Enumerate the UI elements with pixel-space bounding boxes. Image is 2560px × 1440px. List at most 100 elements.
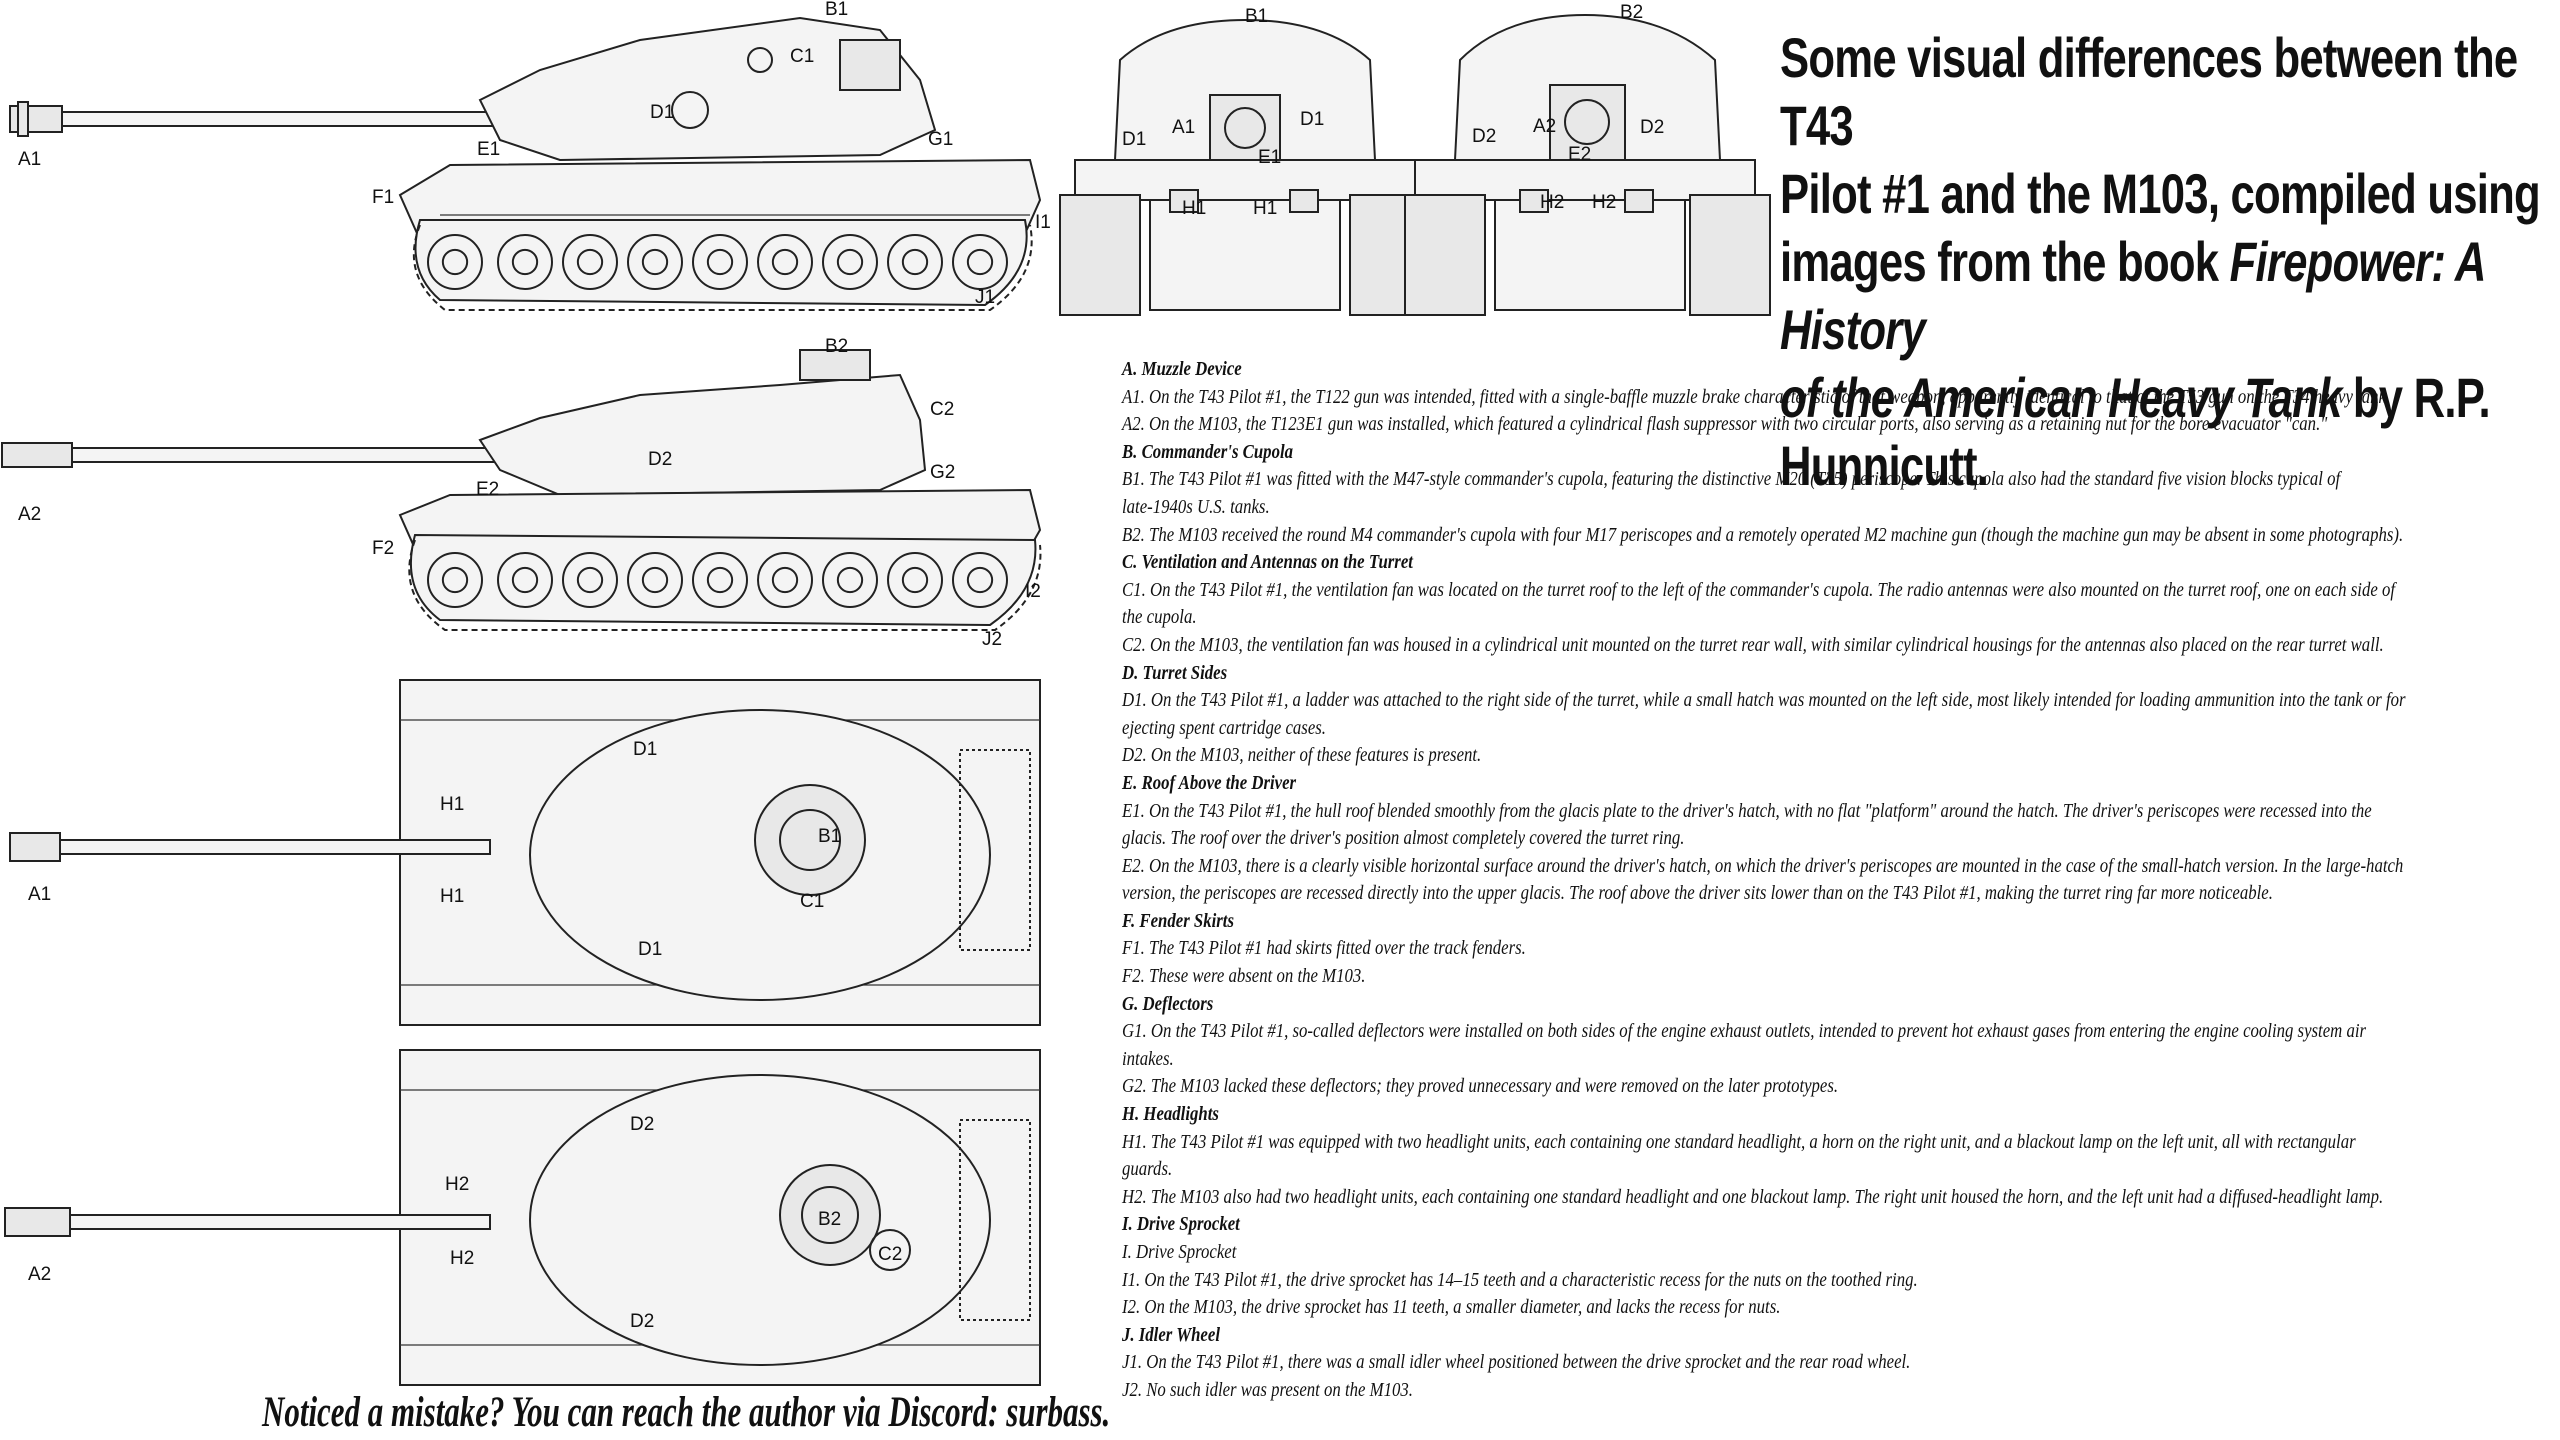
road-wheel: [822, 234, 878, 290]
section-title: G. Deflectors: [1122, 993, 1214, 1015]
section-line: J1. On the T43 Pilot #1, there was a sma…: [1122, 1352, 1911, 1374]
road-wheel-hub: [511, 248, 539, 276]
section-line: A2. On the M103, the T123E1 gun was inst…: [1122, 414, 2328, 436]
road-wheel: [692, 234, 748, 290]
road-wheel: [822, 552, 878, 608]
label-b2-rear: B2: [1620, 2, 1643, 23]
section-line: I. Drive Sprocket: [1122, 1242, 1237, 1263]
section-line: intakes.: [1122, 1048, 1174, 1070]
drawing-labels: A1 B1 C1 D1 E1 F1 G1 I1 J1 A2 B2 C2 D2 E…: [18, 0, 1664, 1332]
label-h1-front-left: H1: [1182, 198, 1206, 219]
label-f2-side: F2: [372, 538, 394, 559]
road-wheel-hub: [706, 248, 734, 276]
section-title: I. Drive Sprocket: [1122, 1214, 1240, 1236]
label-g1-side: G1: [928, 129, 953, 150]
label-d1-front-left: D1: [1122, 129, 1146, 150]
section-line: F2. These were absent on the M103.: [1122, 966, 1366, 988]
road-wheel-hub: [706, 566, 734, 594]
road-wheel-hub: [641, 566, 669, 594]
road-wheel-hub: [966, 248, 994, 276]
section-line: the cupola.: [1122, 607, 1197, 629]
road-wheel: [562, 552, 618, 608]
label-b2-top: B2: [818, 1209, 841, 1230]
section-line: late-1940s U.S. tanks.: [1122, 496, 1270, 518]
front-view-t43: [1059, 18, 1431, 316]
label-d2-rear-left: D2: [1472, 126, 1496, 147]
section-title: F. Fender Skirts: [1122, 910, 1235, 932]
section-line: ejecting spent cartridge cases.: [1122, 717, 1326, 739]
label-b2-side: B2: [825, 336, 848, 357]
headline-line-1: Some visual differences between the T43: [1780, 26, 2518, 157]
section-line: guards.: [1122, 1159, 1173, 1181]
headline-book-title-part1: Firepower: A History: [1780, 230, 2485, 361]
road-wheel-hub: [641, 248, 669, 276]
road-wheel-hub: [771, 566, 799, 594]
section-title: C. Ventilation and Antennas on the Turre…: [1122, 552, 1413, 574]
section-title: B. Commander's Cupola: [1122, 441, 1294, 463]
road-wheel-hub: [441, 566, 469, 594]
section-line: I2. On the M103, the drive sprocket has …: [1122, 1297, 1781, 1319]
road-wheel: [627, 552, 683, 608]
label-d1-top-lower: D1: [638, 939, 662, 960]
section-line: G1. On the T43 Pilot #1, so-called defle…: [1122, 1021, 2367, 1043]
label-h2-top-upper: H2: [445, 1174, 469, 1195]
label-d1-front-right: D1: [1300, 109, 1324, 130]
label-h2-rear-right: H2: [1592, 192, 1616, 213]
section-line: D1. On the T43 Pilot #1, a ladder was at…: [1122, 690, 2406, 712]
label-j2-side: J2: [982, 629, 1002, 650]
side-view-t43-road-wheels: [427, 234, 1008, 290]
section-line: B2. The M103 received the round M4 comma…: [1122, 524, 2404, 546]
road-wheel-hub: [836, 248, 864, 276]
label-d1-side: D1: [650, 102, 674, 123]
label-i1-side: I1: [1035, 212, 1051, 233]
road-wheel: [952, 552, 1008, 608]
road-wheel: [757, 234, 813, 290]
road-wheel: [562, 234, 618, 290]
road-wheel-hub: [901, 566, 929, 594]
section-line: A1. On the T43 Pilot #1, the T122 gun wa…: [1122, 386, 2391, 408]
label-a1-top: A1: [28, 884, 51, 905]
label-e2-rear: E2: [1568, 144, 1591, 165]
road-wheel-hub: [901, 248, 929, 276]
section-title: J. Idler Wheel: [1122, 1324, 1220, 1346]
section-title: A. Muzzle Device: [1122, 359, 1242, 380]
side-view-t43: [9, 16, 1042, 311]
label-i2-side: I2: [1025, 581, 1041, 602]
label-h2-top-lower: H2: [450, 1248, 474, 1269]
side-view-m103-road-wheels: [427, 552, 1008, 608]
road-wheel-hub: [576, 248, 604, 276]
label-b1-top: B1: [818, 826, 841, 847]
headline-line-4-text: by R.P.: [2341, 366, 2491, 429]
section-line: E1. On the T43 Pilot #1, the hull roof b…: [1122, 800, 2372, 822]
top-view-t43: [9, 679, 1041, 1026]
section-line: version, the periscopes are recessed dir…: [1122, 883, 2273, 905]
headline-book-title-part2: of the American Heavy Tank: [1780, 366, 2342, 429]
label-j1-side: J1: [975, 287, 995, 308]
road-wheel-hub: [576, 566, 604, 594]
label-h1-top-upper: H1: [440, 794, 464, 815]
section-line: D2. On the M103, neither of these featur…: [1122, 745, 1482, 767]
label-a2-top: A2: [28, 1264, 51, 1285]
top-view-m103: [4, 1049, 1041, 1386]
label-b1-front: B1: [1245, 6, 1268, 27]
road-wheel: [952, 234, 1008, 290]
label-c1-side: C1: [790, 46, 814, 67]
label-d1-top-upper: D1: [633, 739, 657, 760]
label-d2-top-upper: D2: [630, 1114, 654, 1135]
road-wheel-hub: [771, 248, 799, 276]
section-title: H. Headlights: [1122, 1104, 1219, 1126]
label-a2-rear: A2: [1533, 116, 1556, 137]
road-wheel: [887, 234, 943, 290]
label-a2-side: A2: [18, 504, 41, 525]
label-f1-side: F1: [372, 187, 394, 208]
section-line: glacis. The roof over the driver's posit…: [1122, 828, 1685, 850]
label-c2-side: C2: [930, 399, 954, 420]
label-a1-side: A1: [18, 149, 41, 170]
road-wheel: [427, 234, 483, 290]
road-wheel: [497, 552, 553, 608]
section-title: D. Turret Sides: [1122, 662, 1228, 684]
headline-line-3: images from the book Firepower: A Histor…: [1780, 228, 2550, 364]
section-line: I1. On the T43 Pilot #1, the drive sproc…: [1122, 1269, 1918, 1291]
headline-line-5: Hunnicutt.: [1780, 434, 1989, 497]
